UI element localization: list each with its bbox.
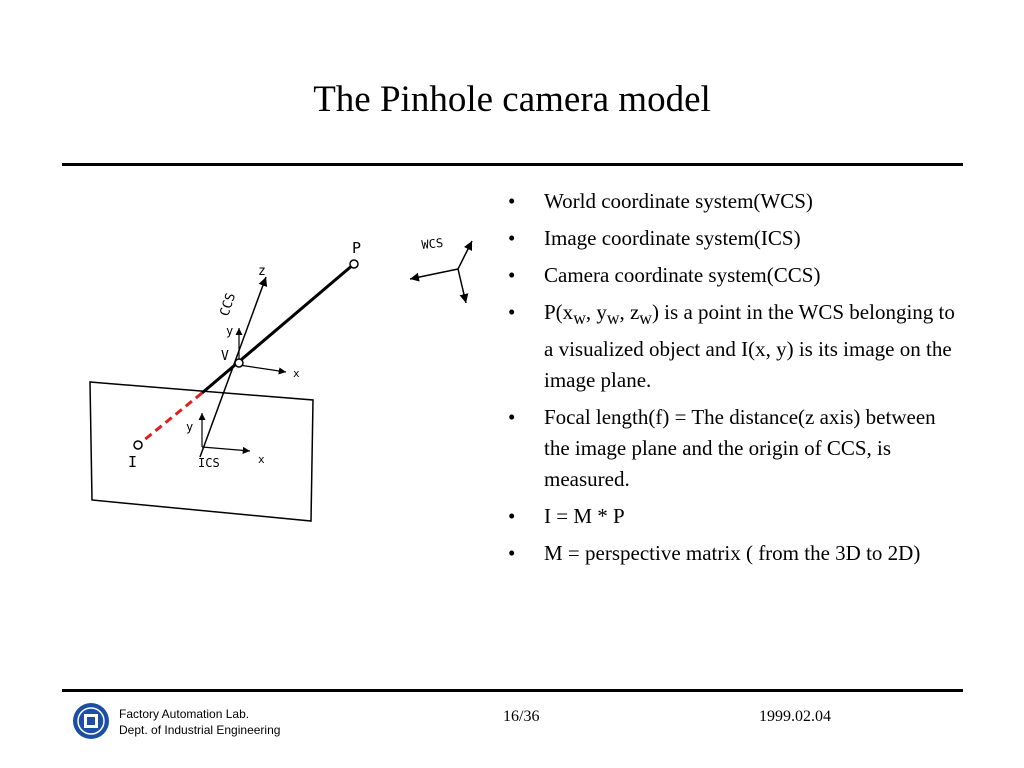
image-plane: [89, 381, 314, 522]
bullet-marker: •: [508, 504, 516, 529]
label-y-ics: y: [186, 420, 193, 434]
wcs-axis-1: [409, 268, 459, 282]
bullet-marker: •: [508, 541, 516, 566]
projection-ray: [201, 262, 355, 395]
pinhole-diagram: P WCS CCS z y V x y ICS x I: [89, 236, 473, 522]
bullet-item: •Image coordinate system(ICS): [500, 223, 965, 254]
footer-org-line1: Factory Automation Lab.: [119, 707, 250, 721]
bullet-marker: •: [508, 263, 516, 287]
bullet-item: •Camera coordinate system(CCS): [500, 260, 965, 291]
bullet-item: •Focal length(f) = The distance(z axis) …: [500, 402, 965, 495]
bullet-list: •World coordinate system(WCS) •Image coo…: [500, 186, 965, 575]
bullet-item: •P(xw, yw, zw) is a point in the WCS bel…: [500, 297, 965, 396]
wcs-axis-2: [457, 240, 473, 270]
ccs-x-axis: [238, 364, 287, 375]
label-z: z: [258, 264, 266, 279]
label-i: I: [128, 453, 137, 471]
label-x-ics: x: [258, 453, 265, 466]
projection-ray-dashed: [137, 391, 203, 447]
point-v: [234, 358, 244, 368]
ics-x-axis: [201, 446, 251, 454]
label-p: P: [352, 239, 361, 257]
label-ccs: CCS: [218, 291, 240, 318]
slide-title: The Pinhole camera model: [313, 79, 711, 120]
bullet-marker: •: [508, 189, 516, 213]
bullet-marker: •: [508, 300, 516, 324]
label-y-ccs: y: [226, 324, 233, 338]
bullet-item: •World coordinate system(WCS): [500, 186, 965, 217]
label-wcs: WCS: [421, 236, 444, 252]
z-axis: [199, 276, 268, 458]
title-divider: [62, 163, 963, 166]
wcs-axis-3: [457, 268, 469, 304]
footer-date: 1999.02.04: [759, 708, 831, 725]
label-ics: ICS: [198, 456, 220, 470]
label-x-ccs: x: [293, 367, 300, 380]
footer-org-line2: Dept. of Industrial Engineering: [119, 723, 281, 737]
bullet-marker: •: [508, 226, 516, 250]
bullet-item: •M = perspective matrix ( from the 3D to…: [500, 538, 965, 569]
footer-organization: Factory Automation Lab. Dept. of Industr…: [119, 706, 280, 738]
university-seal-icon: [73, 703, 109, 739]
point-p: [349, 259, 359, 269]
label-v: V: [221, 349, 229, 364]
page-number: 16/36: [503, 708, 540, 725]
bullet-item: •I = M * P: [500, 501, 965, 532]
bullet-marker: •: [508, 405, 516, 430]
point-i: [133, 440, 143, 450]
footer-divider: [62, 689, 963, 692]
